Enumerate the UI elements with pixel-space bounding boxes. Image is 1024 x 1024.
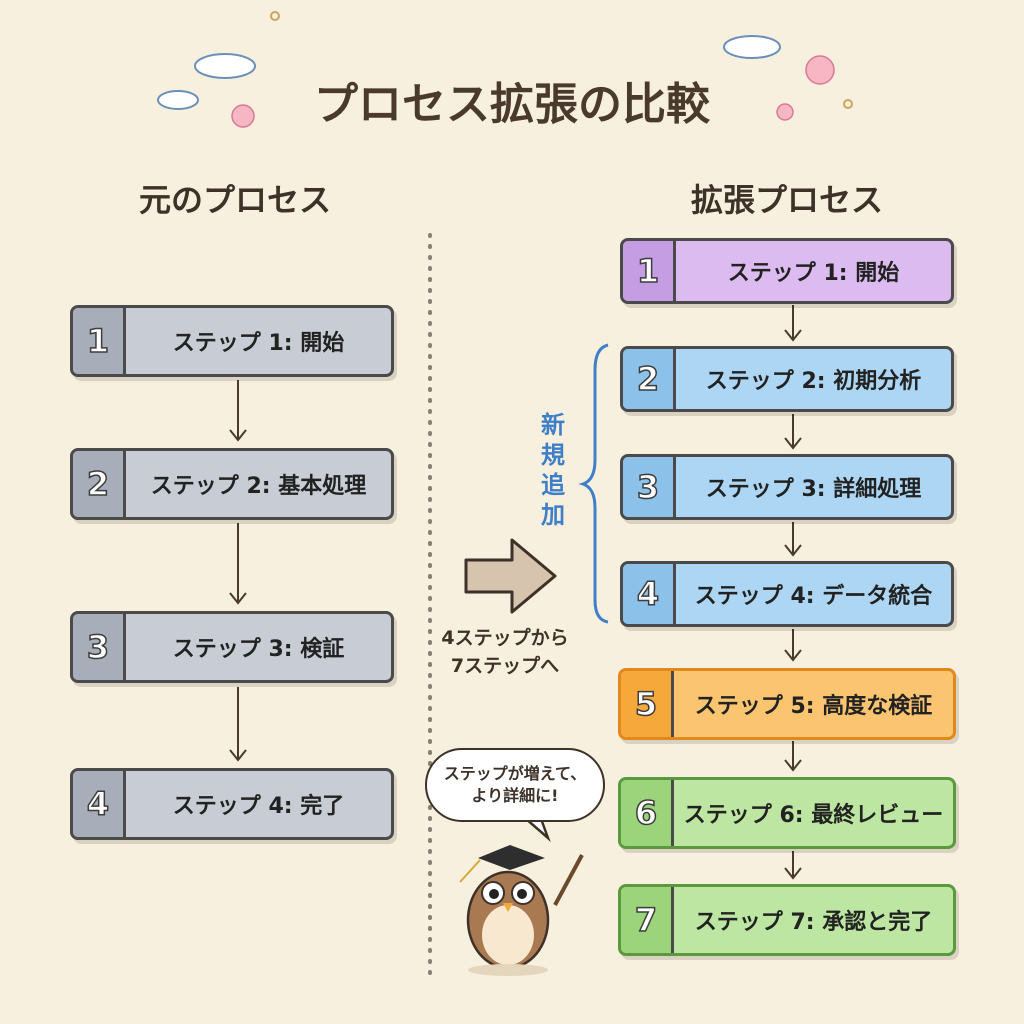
sakura-icon <box>231 55 835 128</box>
expansion-caption: 4ステップから 7ステップへ <box>430 624 580 680</box>
step-number: 3 <box>623 457 676 517</box>
extended-step-6: 6 ステップ 6: 最終レビュー <box>618 777 956 849</box>
step-number: 1 <box>73 308 126 374</box>
step-label: ステップ 1: 開始 <box>172 331 345 356</box>
original-step-4: 4 ステップ 4: 完了 <box>70 768 394 840</box>
step-label: ステップ 4: 完了 <box>172 794 345 819</box>
step-number: 5 <box>621 671 674 737</box>
original-step-2: 2 ステップ 2: 基本処理 <box>70 448 394 520</box>
big-arrow-icon <box>464 538 557 614</box>
step-number: 7 <box>621 887 674 953</box>
step-number: 2 <box>73 451 126 517</box>
extended-process-heading: 拡張プロセス <box>690 181 883 219</box>
new-added-label: 新 規 追 加 <box>538 410 568 530</box>
extended-step-4: 4 ステップ 4: データ統合 <box>620 561 954 627</box>
step-number: 2 <box>623 349 676 409</box>
step-number: 3 <box>73 614 126 680</box>
original-step-1: 1 ステップ 1: 開始 <box>70 305 394 377</box>
owl-icon <box>459 845 584 976</box>
step-label: ステップ 3: 詳細処理 <box>705 477 922 502</box>
new-added-char: 加 <box>541 501 565 529</box>
step-label: ステップ 3: 検証 <box>172 637 345 662</box>
extended-step-1: 1 ステップ 1: 開始 <box>620 238 954 304</box>
page-title: プロセス拡張の比較 <box>314 79 710 130</box>
step-number: 4 <box>73 771 126 837</box>
step-label: ステップ 6: 最終レビュー <box>683 803 944 828</box>
caption-line: 4ステップから <box>441 627 569 649</box>
cloud-icon <box>157 35 781 110</box>
extended-step-7: 7 ステップ 7: 承認と完了 <box>618 884 956 956</box>
step-label: ステップ 5: 高度な検証 <box>694 694 933 719</box>
step-label: ステップ 7: 承認と完了 <box>694 910 933 935</box>
flow-arrows-right <box>784 305 802 880</box>
step-number: 4 <box>623 564 676 624</box>
original-step-3: 3 ステップ 3: 検証 <box>70 611 394 683</box>
new-added-char: 規 <box>541 441 565 469</box>
step-label: ステップ 4: データ統合 <box>694 584 933 609</box>
step-number: 6 <box>621 780 674 846</box>
step-label: ステップ 1: 開始 <box>727 261 900 286</box>
caption-line: 7ステップへ <box>450 655 560 677</box>
bubble-line: ステップが増えて、 <box>443 764 587 783</box>
step-label: ステップ 2: 基本処理 <box>150 474 367 499</box>
bubble-line: より詳細に! <box>471 786 559 805</box>
new-added-char: 追 <box>541 471 565 499</box>
original-process-heading: 元のプロセス <box>138 181 331 219</box>
step-label: ステップ 2: 初期分析 <box>705 369 922 394</box>
step-number: 1 <box>623 241 676 301</box>
speech-bubble: ステップが増えて、 より詳細に! <box>425 748 605 822</box>
extended-step-3: 3 ステップ 3: 詳細処理 <box>620 454 954 520</box>
extended-step-5: 5 ステップ 5: 高度な検証 <box>618 668 956 740</box>
brace <box>578 343 609 624</box>
new-added-char: 新 <box>541 411 565 439</box>
extended-step-2: 2 ステップ 2: 初期分析 <box>620 346 954 412</box>
flow-arrows-left <box>229 380 247 762</box>
